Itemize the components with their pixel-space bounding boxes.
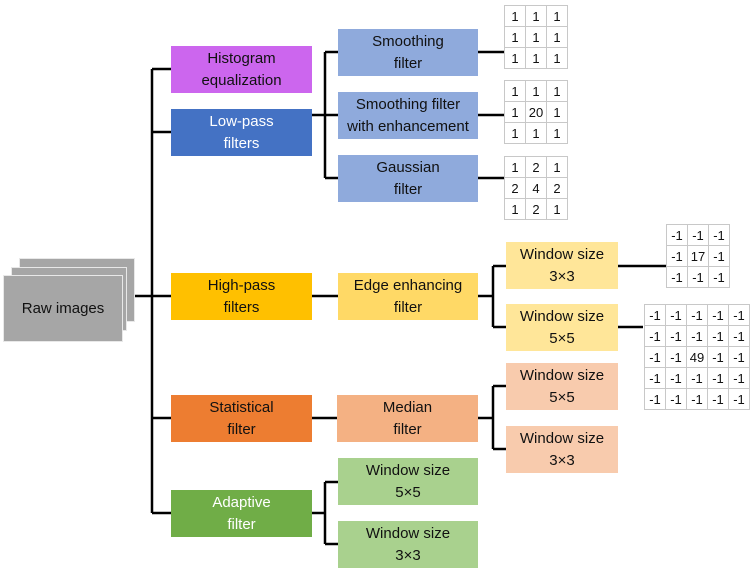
- kernel-cell: 2: [525, 198, 547, 220]
- kernel-cell: -1: [644, 325, 666, 347]
- kernel-cell: -1: [707, 304, 729, 326]
- highpass-window-3x3-node: Window size 3×3: [506, 242, 618, 289]
- kernel-cell: -1: [728, 388, 750, 410]
- kernel-cell: -1: [666, 224, 688, 246]
- kernel-cell: -1: [707, 388, 729, 410]
- kernel-cell: 49: [686, 346, 708, 368]
- kernel-cell: -1: [665, 388, 687, 410]
- raw-images-node: Raw images: [3, 275, 123, 342]
- kernel-cell: -1: [707, 325, 729, 347]
- kernel-cell: -1: [686, 304, 708, 326]
- kernel-cell: 1: [546, 156, 568, 178]
- kernel-cell: 1: [504, 156, 526, 178]
- kernel-cell: -1: [728, 367, 750, 389]
- kernel-cell: 1: [546, 122, 568, 144]
- kernel-cell: -1: [686, 367, 708, 389]
- kernel-cell: -1: [708, 245, 730, 267]
- high-pass-filters-node: High-pass filters: [171, 273, 312, 320]
- kernel-cell: 1: [525, 80, 547, 102]
- kernel-cell: -1: [708, 266, 730, 288]
- adaptive-window-5x5-node: Window size 5×5: [338, 458, 478, 505]
- kernel-cell: -1: [644, 367, 666, 389]
- histogram-equalization-node: Histogram equalization: [171, 46, 312, 93]
- kernel-cell: -1: [686, 325, 708, 347]
- kernel-cell: 1: [504, 26, 526, 48]
- highpass-window-5x5-node: Window size 5×5: [506, 304, 618, 351]
- kernel-cell: -1: [728, 325, 750, 347]
- kernel-cell: 17: [687, 245, 709, 267]
- kernel-cell: -1: [728, 304, 750, 326]
- gaussian-filter-node: Gaussian filter: [338, 155, 478, 202]
- kernel-cell: -1: [708, 224, 730, 246]
- smoothing-enhancement-filter-node: Smoothing filter with enhancement: [338, 92, 478, 139]
- kernel-cell: 1: [504, 5, 526, 27]
- kernel-cell: 1: [504, 198, 526, 220]
- kernel-cell: 2: [504, 177, 526, 199]
- kernel-cell: -1: [728, 346, 750, 368]
- statistical-filter-node: Statistical filter: [171, 395, 312, 442]
- kernel-cell: 1: [546, 5, 568, 27]
- kernel-cell: -1: [644, 304, 666, 326]
- kernel-cell: 1: [546, 198, 568, 220]
- kernel-cell: 2: [546, 177, 568, 199]
- kernel-cell: 1: [546, 101, 568, 123]
- kernel-cell: 1: [504, 101, 526, 123]
- kernel-cell: -1: [644, 346, 666, 368]
- kernel-cell: -1: [666, 245, 688, 267]
- kernel-cell: -1: [707, 346, 729, 368]
- kernel-cell: 1: [504, 80, 526, 102]
- kernel-cell: 1: [504, 47, 526, 69]
- kernel-cell: 20: [525, 101, 547, 123]
- adaptive-window-3x3-node: Window size 3×3: [338, 521, 478, 568]
- median-filter-node: Median filter: [337, 395, 478, 442]
- kernel-cell: -1: [665, 346, 687, 368]
- kernel-cell: -1: [686, 388, 708, 410]
- kernel-cell: 1: [546, 26, 568, 48]
- edge-enhancing-filter-node: Edge enhancing filter: [338, 273, 478, 320]
- kernel-cell: -1: [644, 388, 666, 410]
- kernel-cell: -1: [665, 367, 687, 389]
- median-window-5x5-node: Window size 5×5: [506, 363, 618, 410]
- kernel-cell: 2: [525, 156, 547, 178]
- kernel-cell: -1: [665, 304, 687, 326]
- kernel-cell: -1: [687, 266, 709, 288]
- kernel-cell: -1: [666, 266, 688, 288]
- kernel-cell: 1: [525, 26, 547, 48]
- adaptive-filter-node: Adaptive filter: [171, 490, 312, 537]
- low-pass-filters-node: Low-pass filters: [171, 109, 312, 156]
- kernel-cell: 4: [525, 177, 547, 199]
- kernel-cell: -1: [707, 367, 729, 389]
- kernel-cell: 1: [525, 47, 547, 69]
- kernel-cell: 1: [546, 80, 568, 102]
- kernel-cell: 1: [504, 122, 526, 144]
- kernel-cell: 1: [525, 122, 547, 144]
- kernel-cell: 1: [525, 5, 547, 27]
- median-window-3x3-node: Window size 3×3: [506, 426, 618, 473]
- kernel-cell: -1: [665, 325, 687, 347]
- kernel-cell: 1: [546, 47, 568, 69]
- kernel-cell: -1: [687, 224, 709, 246]
- smoothing-filter-node: Smoothing filter: [338, 29, 478, 76]
